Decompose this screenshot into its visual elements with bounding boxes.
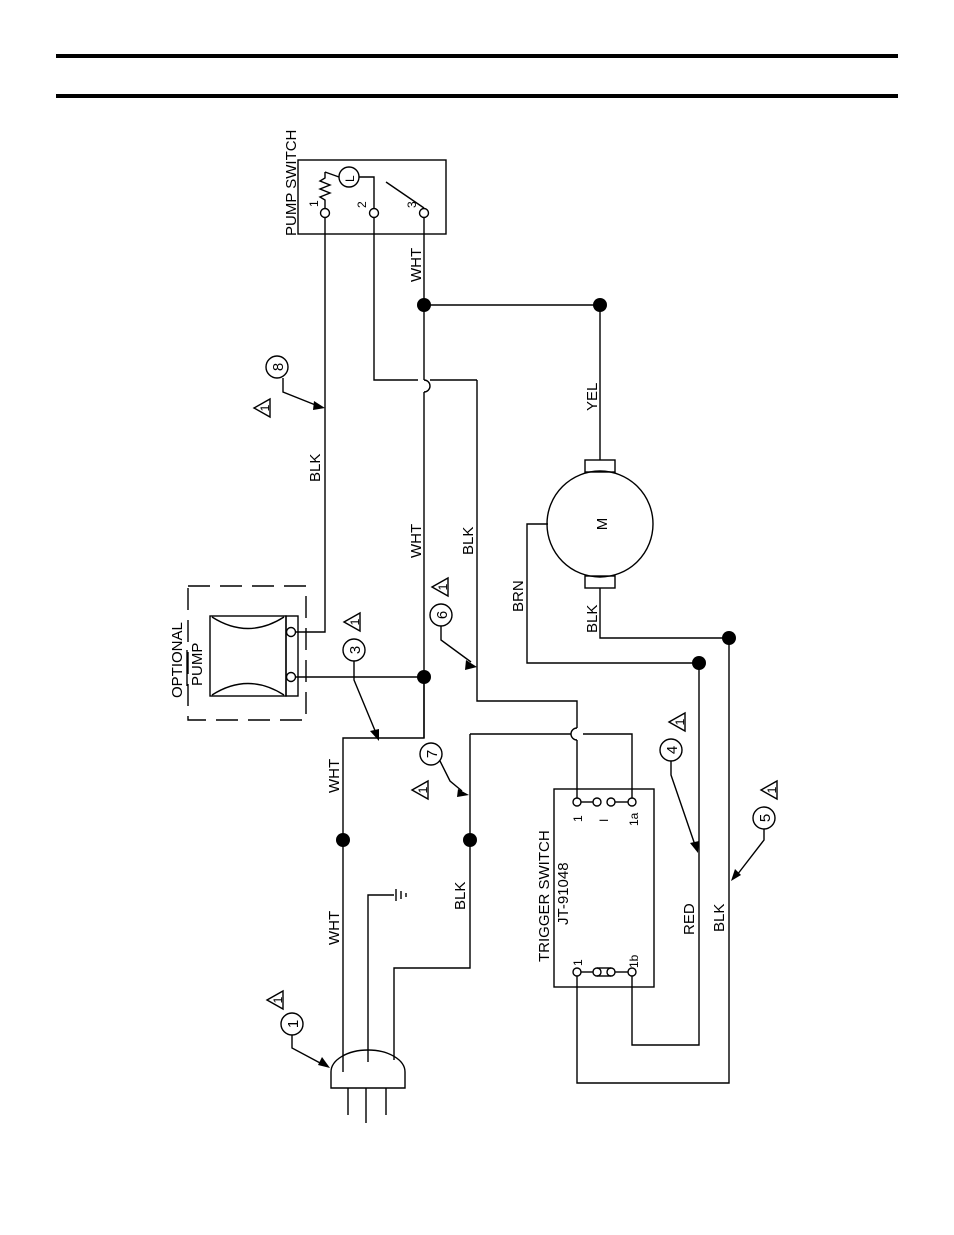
callout-7-number: 7 — [424, 750, 441, 758]
note-5-number: 1 — [765, 786, 779, 793]
trigger-part-number: JT-91048 — [555, 862, 572, 925]
trigger-contact-c — [593, 968, 601, 976]
wire-label-blk-right: BLK — [711, 904, 728, 932]
trigger-terminal-1a-label: 1a — [627, 812, 641, 826]
trigger-terminal-1-top — [573, 798, 581, 806]
pump-terminal-lower — [287, 673, 296, 682]
note-4-number: 1 — [673, 718, 687, 725]
optional-pump: OPTIONAL PUMP — [169, 586, 306, 720]
note-6-number: 1 — [436, 583, 450, 590]
callout-7: 7 1 — [412, 743, 469, 799]
wire-label-wht-main: WHT — [408, 524, 425, 558]
callout-1: 1 1 — [267, 991, 330, 1068]
callout-8: 8 1 — [254, 356, 325, 417]
note-1-number: 1 — [271, 996, 285, 1003]
callout-5-number: 5 — [757, 814, 774, 822]
callout-4-number: 4 — [664, 746, 681, 754]
trigger-terminal-1-top-label: 1 — [571, 815, 585, 822]
trigger-terminal-1-bottom — [573, 968, 581, 976]
trigger-contact-a — [593, 798, 601, 806]
callouts: 8 1 6 1 3 1 7 1 — [254, 356, 779, 1068]
callout-4: 4 1 — [660, 713, 699, 853]
callout-3-number: 3 — [347, 646, 364, 654]
callout-6-number: 6 — [434, 611, 451, 619]
callout-6: 6 1 — [430, 578, 477, 670]
note-3-number: 1 — [348, 618, 362, 625]
wire-label-wht-lower: WHT — [326, 911, 343, 945]
note-8-number: 1 — [258, 404, 272, 411]
callout-5: 5 1 — [731, 781, 779, 881]
trigger-contact-b — [607, 798, 615, 806]
trigger-switch-label: TRIGGER SWITCH — [536, 830, 553, 962]
note-7-number: 1 — [416, 786, 430, 793]
trigger-switch: TRIGGER SWITCH JT-91048 1 I 1a 1 1b — [536, 789, 654, 987]
wire-labels: WHT BLK WHT BLK YEL BRN BLK WHT WHT BLK … — [307, 248, 728, 945]
wire-label-brn: BRN — [510, 580, 527, 612]
pump-label: PUMP — [189, 643, 206, 686]
wire-label-blk-cord: BLK — [452, 882, 469, 910]
motor: M — [547, 460, 653, 588]
wire-label-blk-center: BLK — [460, 527, 477, 555]
pump-switch: PUMP SWITCH 1 L 2 3 — [283, 130, 446, 236]
wire-label-wht-upper: WHT — [326, 759, 343, 793]
wire-label-yel: YEL — [584, 383, 601, 411]
pump-switch-terminal-3-label: 3 — [405, 201, 419, 208]
pump-switch-label: PUMP SWITCH — [283, 130, 300, 236]
pump-switch-lamp-label: L — [343, 175, 357, 182]
callout-8-number: 8 — [270, 363, 287, 371]
wire-label-wht-ps: WHT — [408, 248, 425, 282]
trigger-terminal-1b-label: 1b — [627, 954, 641, 968]
wire-label-red: RED — [681, 903, 698, 935]
pump-switch-terminal-2 — [370, 209, 379, 218]
trigger-terminal-1a — [628, 798, 636, 806]
trigger-terminal-1b — [628, 968, 636, 976]
pump-switch-terminal-3 — [420, 209, 429, 218]
pump-switch-terminal-1-label: 1 — [307, 200, 321, 207]
wire-label-blk-pump: BLK — [307, 454, 324, 482]
trigger-terminal-1-bottom-label: 1 — [571, 959, 585, 966]
motor-label: M — [594, 518, 611, 531]
wire-label-blk-motor: BLK — [584, 605, 601, 633]
optional-label: OPTIONAL — [169, 622, 186, 698]
callout-1-number: 1 — [285, 1020, 302, 1028]
trigger-terminal-I-label: I — [597, 819, 611, 822]
pump-switch-terminal-2-label: 2 — [355, 201, 369, 208]
pump-switch-terminal-1 — [321, 209, 330, 218]
trigger-contact-d — [607, 968, 615, 976]
pump-terminal-upper — [287, 628, 296, 637]
